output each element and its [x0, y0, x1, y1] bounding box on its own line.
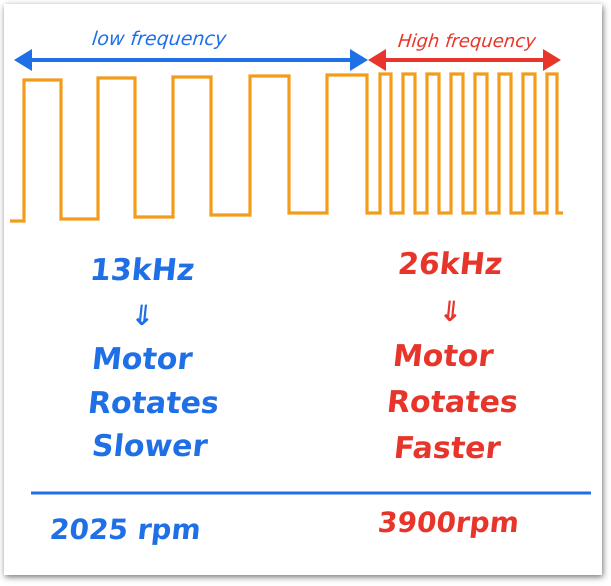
high-frequency-arrow	[368, 49, 561, 71]
diagram-card	[4, 4, 602, 575]
low-frequency-arrow	[14, 49, 368, 71]
pwm-square-wave	[10, 72, 563, 223]
